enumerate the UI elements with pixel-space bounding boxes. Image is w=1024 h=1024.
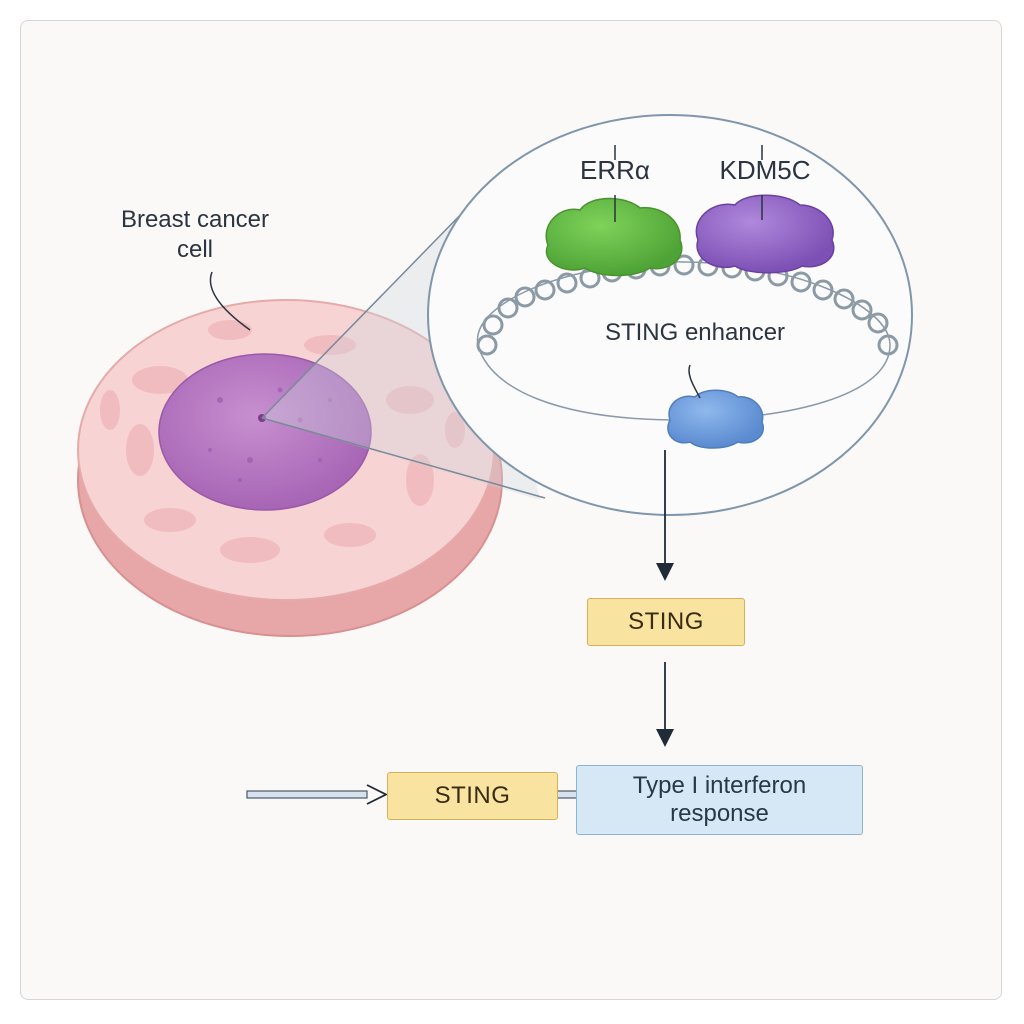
connector-bar — [556, 790, 578, 799]
kdm5c-protein — [695, 194, 835, 274]
cell-label-leader — [209, 271, 251, 331]
sting-protein-blob — [667, 389, 765, 449]
breast-cancer-cell — [77, 299, 503, 637]
cytoplasm-organelles — [100, 320, 465, 563]
erra-label: ERRα — [580, 155, 650, 185]
erra-protein — [545, 197, 683, 277]
input-bar — [246, 790, 368, 799]
cell-label: Breast cancer cell — [120, 206, 270, 263]
sting-box-top: STING — [587, 598, 745, 646]
sting-enhancer-label: STING enhancer — [604, 319, 786, 346]
type-i-interferon-response-box: Type I interferon response — [576, 765, 863, 835]
nucleus — [158, 353, 372, 511]
input-arrowhead — [366, 784, 389, 805]
sting-box-bottom: STING — [387, 772, 558, 820]
kdm5c-label: KDM5C — [719, 155, 811, 185]
